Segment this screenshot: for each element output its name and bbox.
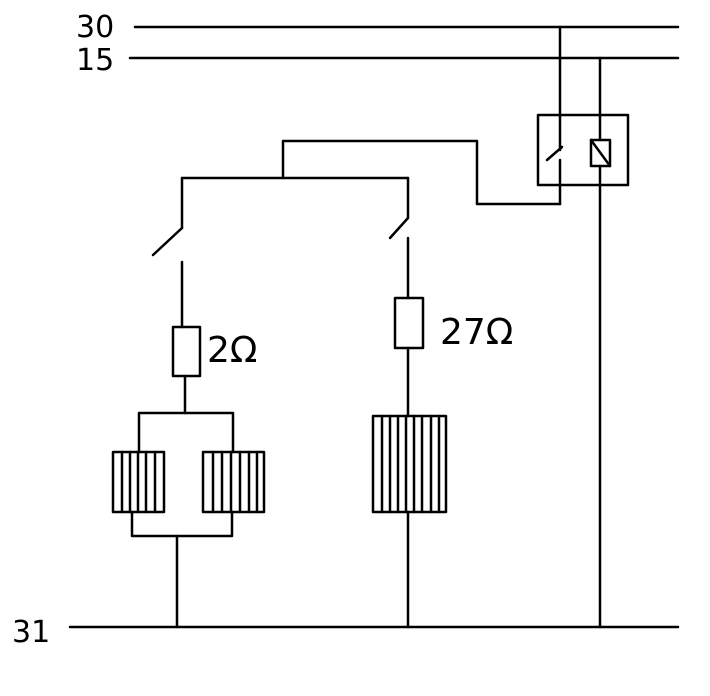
- relay-box: [536, 113, 630, 187]
- bus-label-31: 31: [12, 615, 50, 650]
- left-resistor: [171, 325, 202, 378]
- heater-outline: [371, 414, 448, 514]
- right-branch: 27Ω: [371, 176, 513, 629]
- right-resistor-label: 27Ω: [440, 312, 513, 353]
- bus-label-15: 15: [76, 43, 114, 78]
- bus-label-30: 30: [76, 10, 114, 45]
- left-heater-1: [111, 450, 166, 514]
- left-split-top: [137, 411, 235, 454]
- relay-output-wire: [281, 139, 562, 206]
- relay: [536, 25, 630, 629]
- relay-coil-diagonal: [589, 138, 612, 168]
- left-switch: [151, 226, 184, 257]
- right-heater: [371, 414, 448, 514]
- right-switch: [388, 216, 410, 240]
- left-branch: 2Ω: [111, 176, 266, 629]
- left-heater-2: [201, 450, 266, 514]
- left-split-bottom: [130, 510, 234, 538]
- heater-outline: [201, 450, 266, 514]
- left-resistor-label: 2Ω: [207, 330, 257, 371]
- relay-contact-switch: [545, 145, 564, 162]
- right-resistor: [393, 296, 425, 350]
